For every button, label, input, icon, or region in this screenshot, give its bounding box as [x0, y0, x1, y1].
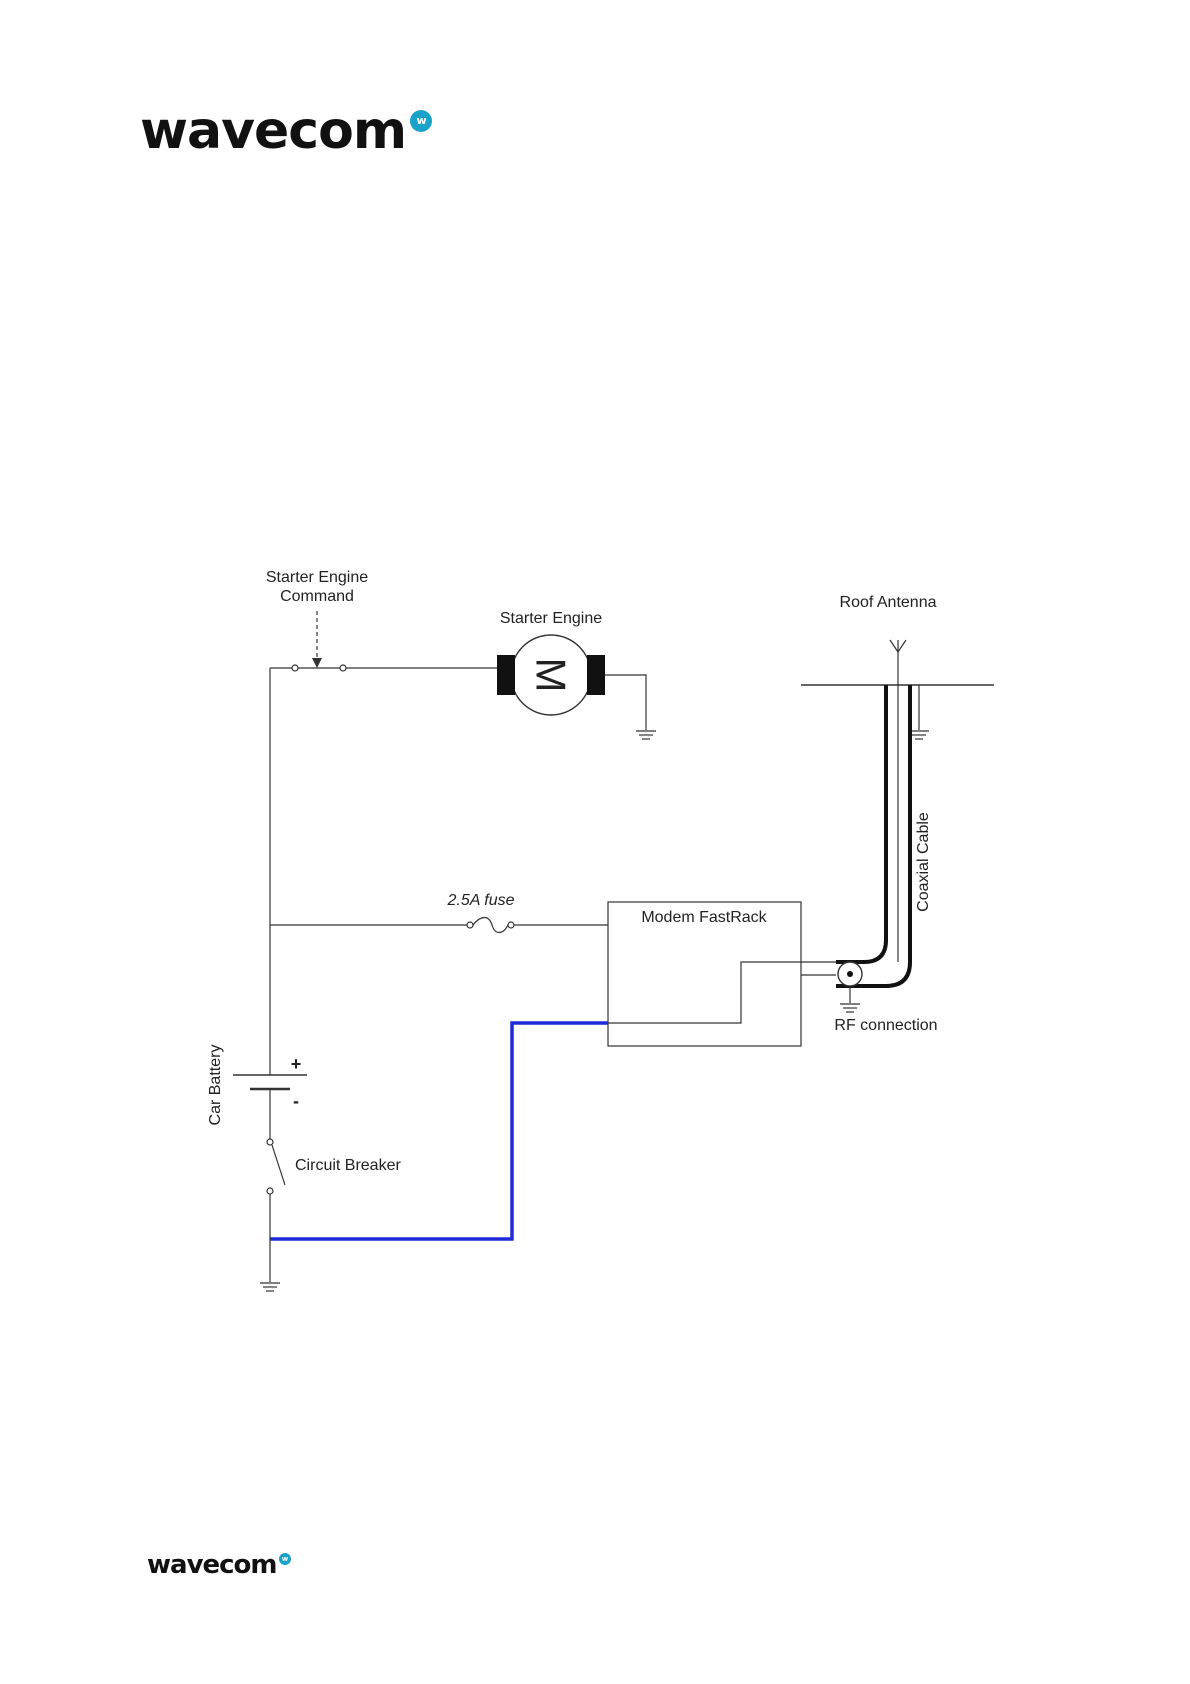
fuse-icon — [473, 918, 508, 933]
fuse-terminal-left — [467, 922, 473, 928]
motor-brush-right — [587, 655, 605, 695]
coaxial-cable-label: Coaxial Cable — [915, 812, 932, 912]
starter-command-label-line2: Command — [280, 588, 354, 605]
fuse-terminal-right — [508, 922, 514, 928]
logo-mark-icon: w — [279, 1553, 291, 1565]
modem-label: Modem FastRack — [641, 909, 767, 926]
car-battery-label: Car Battery — [207, 1045, 224, 1126]
ground-icon-battery — [260, 1283, 280, 1291]
rf-connection-label: RF connection — [834, 1017, 937, 1034]
command-switch-contact-right — [340, 665, 346, 671]
ground-icon-rf — [840, 1004, 860, 1012]
motor-letter: M — [528, 658, 575, 693]
ground-return-wire — [270, 1023, 608, 1239]
motor-ground-wire — [605, 675, 646, 730]
logo-text: wavecom — [147, 1550, 277, 1580]
battery-plus-sign: + — [291, 1054, 302, 1074]
coax-cable-outer — [836, 685, 910, 986]
breaker-contact-bottom — [267, 1188, 273, 1194]
battery-minus-sign: - — [293, 1091, 299, 1111]
breaker-contact-top — [267, 1139, 273, 1145]
command-switch-contact-left — [292, 665, 298, 671]
starter-command-label-line1: Starter Engine — [266, 569, 368, 586]
circuit-breaker-icon — [272, 1145, 285, 1185]
starter-engine-label: Starter Engine — [500, 610, 602, 627]
circuit-breaker-label: Circuit Breaker — [295, 1157, 401, 1174]
motor-brush-left — [497, 655, 515, 695]
command-arrowhead-icon — [312, 658, 322, 668]
roof-antenna-label: Roof Antenna — [840, 594, 937, 611]
coax-cable-inner — [836, 685, 886, 962]
fuse-label: 2.5A fuse — [446, 892, 514, 909]
wavecom-logo-bottom: wavecom w — [147, 1547, 277, 1583]
rf-connector-pin — [847, 971, 853, 977]
ground-icon-motor — [636, 731, 656, 739]
